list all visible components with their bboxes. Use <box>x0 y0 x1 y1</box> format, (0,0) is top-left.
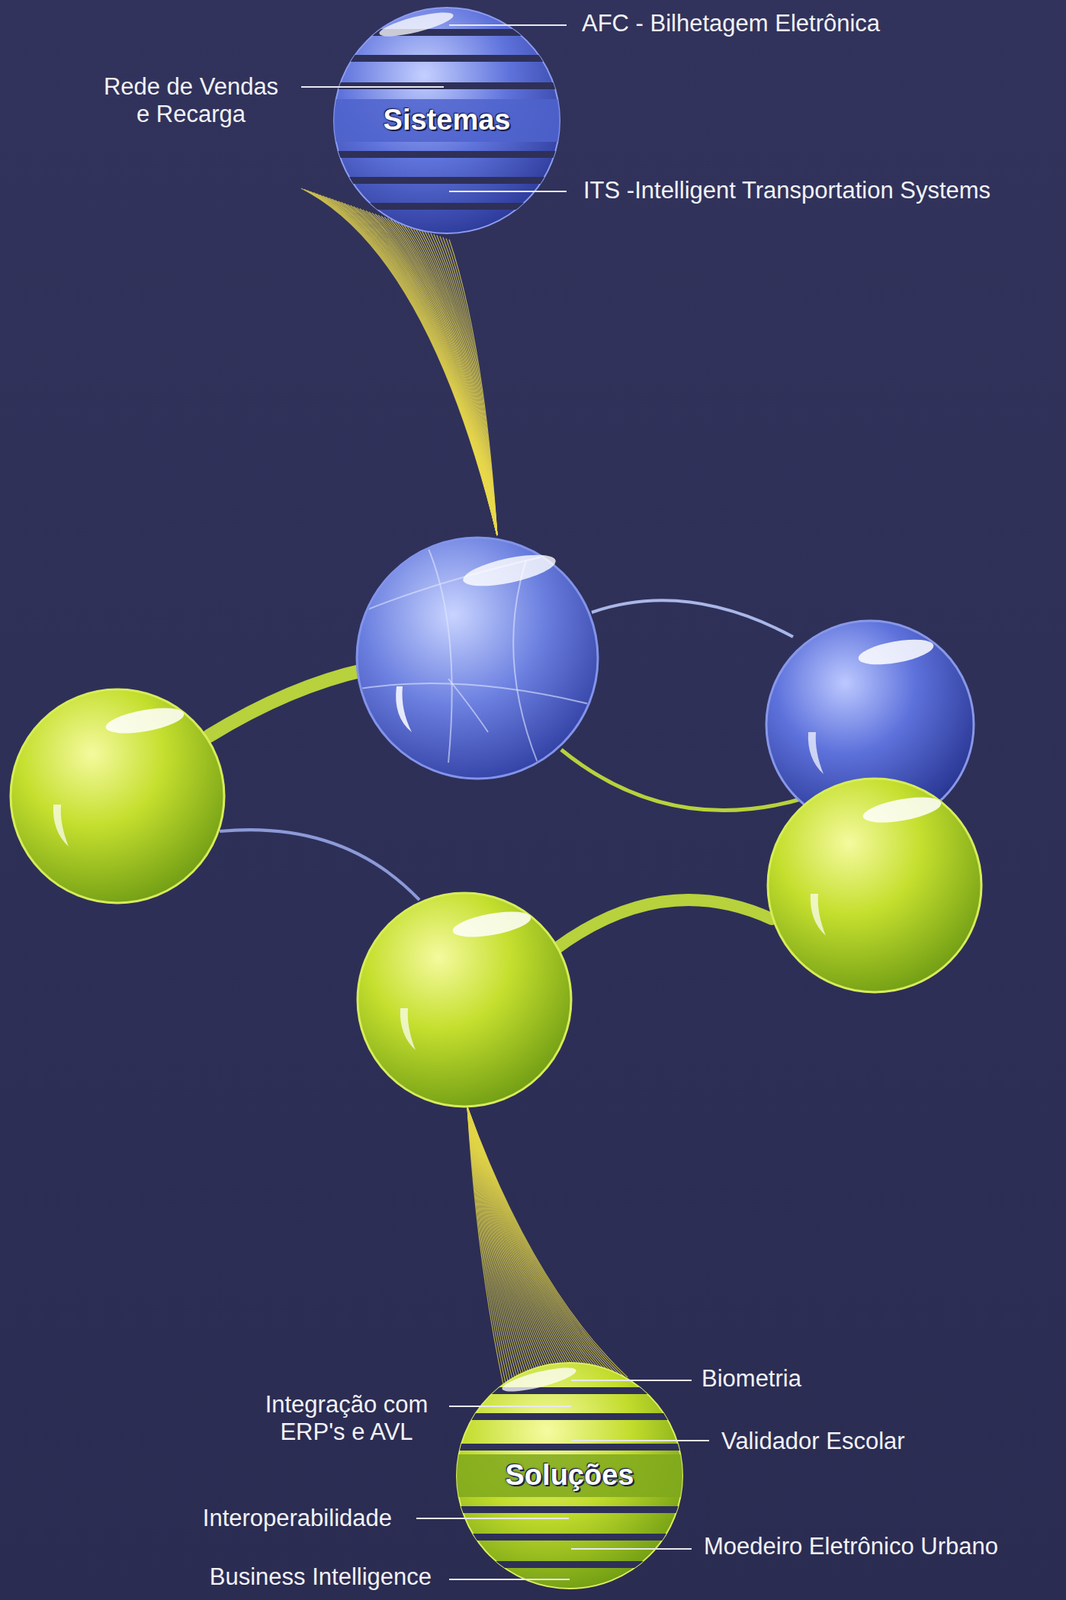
fan-line <box>467 1107 592 1380</box>
fan-line <box>421 229 498 536</box>
striped-sphere: Soluções <box>455 1361 684 1590</box>
fan-line <box>396 221 498 536</box>
fan-line <box>304 189 498 536</box>
fan-line <box>369 211 498 536</box>
fan-line <box>467 1107 610 1378</box>
fan-line <box>467 1107 628 1378</box>
leader-line <box>449 1578 570 1580</box>
leader-line <box>571 1547 692 1550</box>
callout-label: Moedeiro Eletrônico Urbano <box>703 1532 999 1561</box>
fan-line <box>412 226 498 536</box>
leader-line <box>449 1405 572 1407</box>
fan-line <box>446 238 498 536</box>
fan-line <box>467 1107 617 1378</box>
fan-line <box>415 227 498 536</box>
fan-line <box>430 233 498 536</box>
green-link <box>208 669 367 736</box>
green-link <box>555 899 772 949</box>
fan-line <box>335 199 498 536</box>
fan-line <box>322 195 498 536</box>
blue-link <box>591 600 794 637</box>
fan-line <box>338 201 498 536</box>
fan-line <box>467 1107 626 1378</box>
fan-line <box>443 237 498 536</box>
fan-line <box>353 206 498 536</box>
fan-line <box>384 217 498 536</box>
leader-line <box>571 1379 692 1381</box>
callout-label: Integração com ERP's e AVL <box>264 1390 429 1445</box>
fan-line <box>467 1107 604 1379</box>
fan-line <box>366 210 498 536</box>
fan-line <box>393 220 498 536</box>
glass-sphere <box>350 537 598 779</box>
green-sphere <box>357 892 572 1107</box>
fan-line <box>325 196 498 536</box>
sphere-stripes <box>455 1362 684 1568</box>
blue-link <box>219 829 420 900</box>
sphere-stripes <box>332 7 562 210</box>
callout-label: ITS -Intelligent Transportation Systems <box>583 176 991 205</box>
glass-veins <box>350 545 595 763</box>
callout-label: AFC - Bilhetagem Eletrônica <box>581 9 880 38</box>
green-sphere <box>767 778 982 993</box>
leader-line <box>449 24 567 26</box>
fan-line <box>301 188 498 536</box>
fan-line <box>372 212 498 536</box>
fan-line <box>467 1107 607 1379</box>
fan-line <box>316 193 498 536</box>
callout-label: Validador Escolar <box>721 1427 906 1455</box>
fan-line <box>390 219 498 537</box>
fan-line <box>362 209 498 536</box>
fan-line <box>449 239 498 536</box>
fan-line <box>399 222 498 536</box>
fan-line <box>439 236 498 536</box>
leader-line <box>449 190 567 193</box>
fan-line <box>347 204 498 536</box>
fan-line <box>310 191 498 536</box>
leader-line <box>571 1439 710 1442</box>
callout-label: Business Intelligence <box>209 1563 432 1591</box>
yellow-fan <box>301 188 628 1384</box>
sphere-title: Sistemas <box>383 104 511 137</box>
leader-line <box>416 1517 569 1519</box>
fan-line <box>359 208 498 537</box>
fan-line <box>467 1107 623 1378</box>
fan-line <box>356 207 498 536</box>
glass-sphere-body <box>356 537 598 779</box>
fan-line <box>307 190 498 536</box>
fan-line <box>378 215 498 536</box>
green-sphere <box>10 689 225 903</box>
fan-line <box>387 218 498 536</box>
fan-line <box>341 202 498 536</box>
fan-line <box>409 225 498 536</box>
striped-sphere: Sistemas <box>332 6 562 235</box>
sphere-title: Soluções <box>505 1459 635 1492</box>
fan-line <box>375 214 498 537</box>
leader-line <box>301 86 444 88</box>
fan-line <box>418 228 498 536</box>
fan-line <box>344 203 498 537</box>
fan-line <box>405 224 498 537</box>
fan-line <box>319 194 498 536</box>
callout-label: Interoperabilidade <box>202 1504 392 1532</box>
fan-line <box>313 192 498 536</box>
fan-line <box>424 231 498 536</box>
fan-line <box>381 215 498 536</box>
fan-line <box>402 223 498 536</box>
fan-line <box>331 199 498 536</box>
fan-line <box>350 205 498 536</box>
fan-line <box>427 231 498 536</box>
fan-line <box>328 198 498 536</box>
fan-line <box>436 234 498 536</box>
callout-label: Biometria <box>701 1364 802 1393</box>
fan-line <box>467 1107 615 1378</box>
callout-label: Rede de Vendas e Recarga <box>102 73 280 128</box>
fan-line <box>467 1107 595 1379</box>
fan-line <box>467 1107 620 1378</box>
fan-line <box>433 234 498 536</box>
